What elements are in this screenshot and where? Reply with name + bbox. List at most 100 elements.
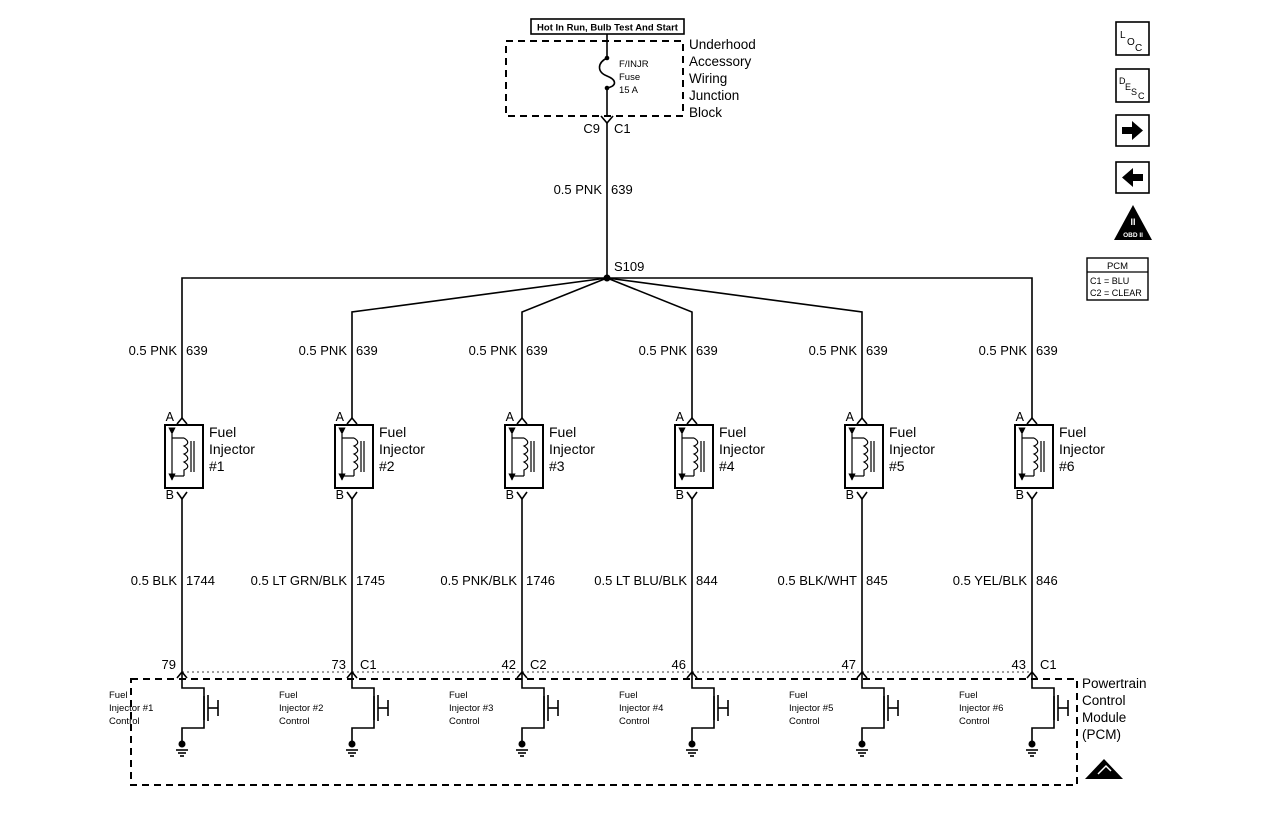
injector-3-return-size-color: 0.5 PNK/BLK xyxy=(440,573,517,588)
injector-4-pin-a: A xyxy=(676,410,685,424)
injector-5-feed-wire xyxy=(606,277,863,418)
injector-1-feed-wire xyxy=(181,277,607,418)
injector-6-feed-circuit: 639 xyxy=(1036,343,1058,358)
arrow-left-icon xyxy=(1122,168,1143,187)
injector-3-pcm-connector: C2 xyxy=(530,657,547,672)
injector-5-coil-icon xyxy=(862,437,869,476)
desc-letter-e: E xyxy=(1125,82,1131,92)
injector-2-control-label-2: Injector #2 xyxy=(279,703,323,714)
injector-4-body xyxy=(674,424,714,489)
injector-2-pin-b: B xyxy=(336,488,344,502)
injector-5-pin-a: A xyxy=(846,410,855,424)
injector-1-coil-icon xyxy=(182,437,189,476)
injector-1-name-line2: Injector xyxy=(209,441,255,457)
desc-letter-c: C xyxy=(1138,91,1145,101)
fuse-word: Fuse xyxy=(619,72,640,83)
injector-5-return-circuit: 845 xyxy=(866,573,888,588)
injector-6-number: #6 xyxy=(1059,458,1075,474)
power-condition-banner: Hot In Run, Bulb Test And Start xyxy=(530,18,685,35)
injector-3-driver-circuit xyxy=(521,672,545,742)
main-feed-circuit: 639 xyxy=(611,182,633,197)
injector-6-pin-a: A xyxy=(1016,410,1025,424)
injector-4-return-size-color: 0.5 LT BLU/BLK xyxy=(594,573,687,588)
connector-c9: C9 xyxy=(583,121,600,136)
powertrain-control-module: Powertrain Control Module (PCM) xyxy=(130,676,1147,786)
junction-title-3: Wiring xyxy=(689,71,727,86)
injector-6-pin-b: B xyxy=(1016,488,1024,502)
injector-6-return-circuit: 846 xyxy=(1036,573,1058,588)
injector-5-return-size-color: 0.5 BLK/WHT xyxy=(778,573,858,588)
injector-2-coil-icon xyxy=(352,437,359,476)
injector-5-pcm-pin: 47 xyxy=(842,657,856,672)
injector-3-feed-wire xyxy=(521,277,608,418)
next-page-button[interactable] xyxy=(1115,114,1150,147)
injector-4-name-line1: Fuel xyxy=(719,424,746,440)
injector-2-pcm-pin: 73 xyxy=(332,657,346,672)
injector-1-driver-circuit xyxy=(181,672,205,742)
injector-2-name-line1: Fuel xyxy=(379,424,406,440)
injector-3-name-line2: Injector xyxy=(549,441,595,457)
injector-4-ground-icon xyxy=(686,740,698,757)
injector-5-name-line1: Fuel xyxy=(889,424,916,440)
injector-1-number: #1 xyxy=(209,458,225,474)
pcm-title-1: Powertrain xyxy=(1082,676,1147,691)
injector-6-control-label-2: Injector #6 xyxy=(959,703,1003,714)
loc-button[interactable]: L O C xyxy=(1115,21,1150,56)
injector-4-control-label-3: Control xyxy=(619,716,650,727)
injector-1-pcm-pin: 79 xyxy=(162,657,176,672)
desc-button[interactable]: D E S C xyxy=(1115,68,1150,103)
injector-6-pcm-connector: C1 xyxy=(1040,657,1057,672)
pcm-legend-title: PCM xyxy=(1107,261,1128,272)
injector-1-feed-circuit: 639 xyxy=(186,343,208,358)
injector-6-feed-size-color: 0.5 PNK xyxy=(979,343,1028,358)
junction-title-4: Junction xyxy=(689,88,739,103)
injector-1-pin-a: A xyxy=(166,410,175,424)
injector-1-return-size-color: 0.5 BLK xyxy=(131,573,178,588)
injector-3-control-label-3: Control xyxy=(449,716,480,727)
injector-6-body xyxy=(1014,424,1054,489)
injector-5-body xyxy=(844,424,884,489)
injector-2-feed-circuit: 639 xyxy=(356,343,378,358)
previous-page-button[interactable] xyxy=(1115,161,1150,194)
banner-text: Hot In Run, Bulb Test And Start xyxy=(537,23,679,34)
injector-3-number: #3 xyxy=(549,458,565,474)
injector-2-feed-size-color: 0.5 PNK xyxy=(299,343,348,358)
injector-4-name-line2: Injector xyxy=(719,441,765,457)
injector-3-pin-a: A xyxy=(506,410,515,424)
injector-2-feed-wire xyxy=(351,277,608,418)
injector-3-pin-b: B xyxy=(506,488,514,502)
injector-6-pcm-pin: 43 xyxy=(1012,657,1026,672)
injector-2-ground-icon xyxy=(346,740,358,757)
injector-4-driver-circuit xyxy=(691,672,715,742)
injector-1-control-label-1: Fuel xyxy=(109,690,127,701)
injector-1-return-circuit: 1744 xyxy=(186,573,215,588)
loc-letter-o: O xyxy=(1127,37,1135,48)
injector-5-name-line2: Injector xyxy=(889,441,935,457)
injector-3-name-line1: Fuel xyxy=(549,424,576,440)
injector-2-name-line2: Injector xyxy=(379,441,425,457)
pcm-title-2: Control xyxy=(1082,693,1126,708)
obd-ii-icon[interactable]: II OBD II xyxy=(1114,205,1152,240)
injector-5-feed-circuit: 639 xyxy=(866,343,888,358)
injector-6-control-label-3: Control xyxy=(959,716,990,727)
injector-3-body xyxy=(504,424,544,489)
injector-4-control-label-2: Injector #4 xyxy=(619,703,663,714)
fuse-name: F/INJR xyxy=(619,59,649,70)
injector-6-name-line2: Injector xyxy=(1059,441,1105,457)
main-feed-wire: 0.5 PNK 639 xyxy=(554,123,633,278)
injector-5-control-label-2: Injector #5 xyxy=(789,703,833,714)
esd-warning-icon xyxy=(1085,759,1123,779)
connector-c1-top: C1 xyxy=(614,121,631,136)
fuse-rating: 15 A xyxy=(619,85,639,96)
injector-4-coil-icon xyxy=(692,437,699,476)
injector-3-ground-icon xyxy=(516,740,528,757)
injector-2-return-size-color: 0.5 LT GRN/BLK xyxy=(251,573,348,588)
injector-3-feed-size-color: 0.5 PNK xyxy=(469,343,518,358)
arrow-right-icon xyxy=(1122,121,1143,140)
injector-2-driver-circuit xyxy=(351,672,375,742)
